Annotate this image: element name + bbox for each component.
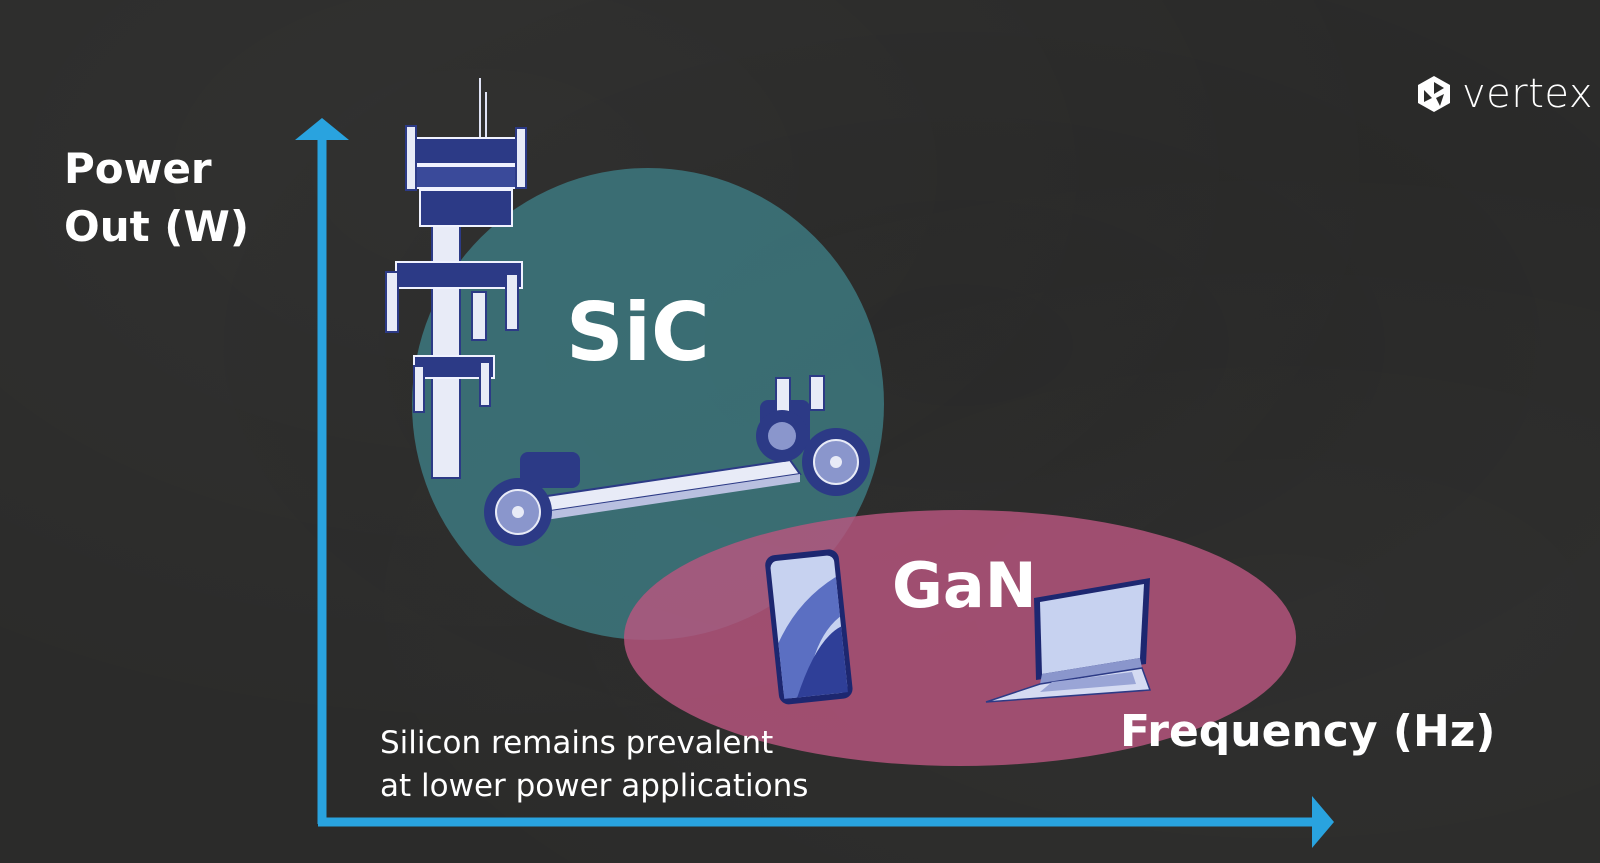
silicon-note: Silicon remains prevalent at lower power… (380, 722, 808, 808)
brand-logo: vertex (1414, 74, 1593, 114)
axes (295, 118, 1334, 848)
silicon-note-line2: at lower power applications (380, 768, 809, 804)
x-axis-arrowhead (1312, 796, 1334, 848)
sic-label: SiC (566, 286, 710, 379)
x-axis-label: Frequency (Hz) (1120, 706, 1496, 757)
vertex-logo-icon (1418, 76, 1450, 112)
gan-label: GaN (892, 549, 1037, 622)
y-axis-arrowhead (295, 118, 349, 140)
y-axis-label: Power Out (W) (64, 140, 249, 256)
ev-chassis-icon (484, 375, 870, 546)
silicon-note-line1: Silicon remains prevalent (380, 725, 774, 761)
y-axis-label-line2: Out (W) (64, 202, 250, 251)
cell-tower-icon (385, 78, 527, 479)
brand-name: vertex (1462, 71, 1593, 117)
laptop-icon (985, 578, 1152, 703)
smartphone-icon (765, 549, 853, 705)
y-axis-label-line1: Power (64, 144, 212, 193)
